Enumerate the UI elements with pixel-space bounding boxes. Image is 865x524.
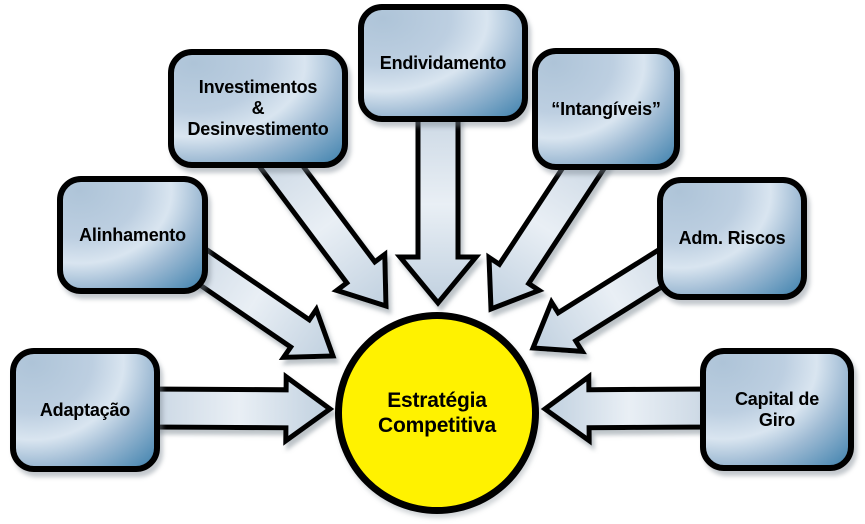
node-alinhamento: Alinhamento bbox=[57, 176, 208, 294]
node-adm-riscos-label: Adm. Riscos bbox=[678, 228, 786, 249]
node-alinhamento-label: Alinhamento bbox=[79, 224, 186, 245]
arrow-from-adaptacao bbox=[145, 371, 335, 446]
center-node-label: Estratégia Competitiva bbox=[378, 388, 496, 437]
node-capital-giro: Capital de Giro bbox=[700, 348, 854, 471]
node-adaptacao: Adaptação bbox=[10, 348, 160, 472]
node-adaptacao-label: Adaptação bbox=[39, 399, 131, 420]
node-endividamento: Endividamento bbox=[358, 4, 528, 122]
node-investimentos-desinvestimento: Investimentos & Desinvestimento bbox=[168, 49, 348, 168]
arrow-from-endividamento bbox=[394, 103, 482, 307]
arrow-from-capital-giro bbox=[540, 371, 715, 446]
node-adm-riscos: Adm. Riscos bbox=[657, 177, 807, 300]
node-intangiveis: “Intangíveis” bbox=[532, 48, 680, 170]
arrow-from-intangiveis bbox=[486, 132, 617, 313]
node-investimentos-label: Investimentos & Desinvestimento bbox=[187, 77, 329, 139]
center-node-estrategia-competitiva: Estratégia Competitiva bbox=[335, 312, 539, 514]
node-capital-giro-label: Capital de Giro bbox=[734, 388, 820, 430]
node-endividamento-label: Endividamento bbox=[379, 52, 507, 73]
node-intangiveis-label: “Intangíveis” bbox=[551, 98, 661, 119]
